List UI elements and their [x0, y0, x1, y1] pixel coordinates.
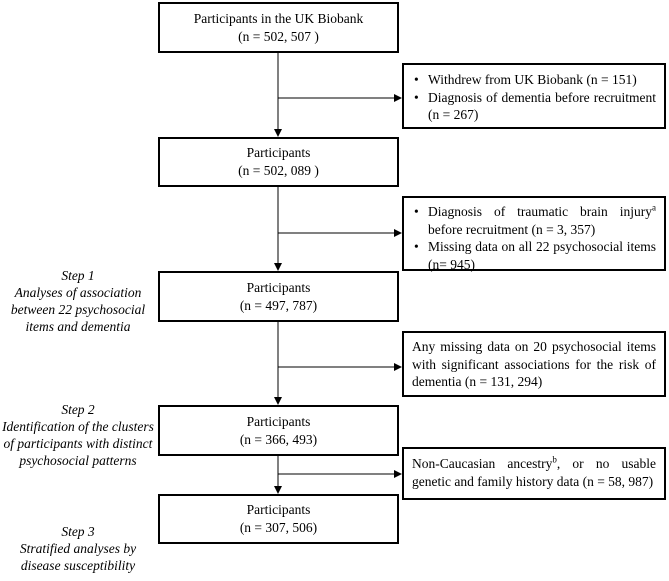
box-title: Participants: [246, 413, 311, 429]
participants-box-3: Participants (n = 497, 787): [158, 271, 399, 322]
exclusion-text: Diagnosis of traumatic brain injury: [428, 204, 652, 219]
footnote-marker: a: [652, 202, 656, 213]
step-description: Stratified analyses by disease susceptib…: [19, 540, 137, 573]
exclusion-box-2: Diagnosis of traumatic brain injurya bef…: [402, 196, 666, 273]
box-count: (n = 307, 506): [239, 520, 318, 535]
exclusion-item: Diagnosis of traumatic brain injurya bef…: [414, 202, 656, 238]
exclusion-item: Diagnosis of dementia before recruitment…: [414, 89, 656, 124]
box-title: Participants in the UK Biobank: [193, 10, 364, 26]
box-title: Participants: [246, 502, 311, 518]
participants-box-5: Participants (n = 307, 506): [158, 494, 399, 544]
step-description: Analyses of association between 22 psych…: [10, 284, 146, 334]
step-3-label: Step 3 Stratified analyses by disease su…: [0, 524, 156, 575]
step-2-label: Step 2 Identification of the clusters of…: [0, 402, 156, 470]
step-title: Step 1: [61, 268, 95, 283]
step-description: Identification of the clusters of partic…: [2, 418, 154, 468]
box-title: Participants: [246, 145, 311, 161]
footnote-marker: b: [552, 454, 557, 465]
participants-box-2: Participants (n = 502, 089 ): [158, 137, 399, 187]
exclusion-text: before recruitment (n = 3, 357): [428, 221, 596, 237]
exclusion-box-1: Withdrew from UK Biobank (n = 151) Diagn…: [402, 63, 666, 129]
participants-box-1: Participants in the UK Biobank (n = 502,…: [158, 2, 399, 53]
step-title: Step 3: [61, 524, 95, 539]
box-count: (n = 497, 787): [239, 297, 318, 313]
exclusion-item: Missing data on all 22 psychosocial item…: [414, 238, 656, 273]
participants-box-4: Participants (n = 366, 493): [158, 405, 399, 456]
exclusion-box-3: Any missing data on 20 psychosocial item…: [402, 331, 666, 397]
step-1-label: Step 1 Analyses of association between 2…: [0, 268, 156, 336]
step-title: Step 2: [61, 402, 95, 417]
box-count: (n = 366, 493): [239, 431, 318, 447]
box-title: Participants: [246, 279, 311, 295]
exclusion-text: Non-Caucasian ancestryb, or no usable ge…: [412, 454, 656, 489]
exclusion-item: Withdrew from UK Biobank (n = 151): [414, 71, 656, 89]
box-count: (n = 502, 089 ): [238, 163, 319, 178]
exclusion-box-4: Non-Caucasian ancestryb, or no usable ge…: [402, 447, 666, 500]
box-count: (n = 502, 507 ): [238, 28, 319, 44]
exclusion-text: Any missing data on 20 psychosocial item…: [412, 339, 656, 390]
